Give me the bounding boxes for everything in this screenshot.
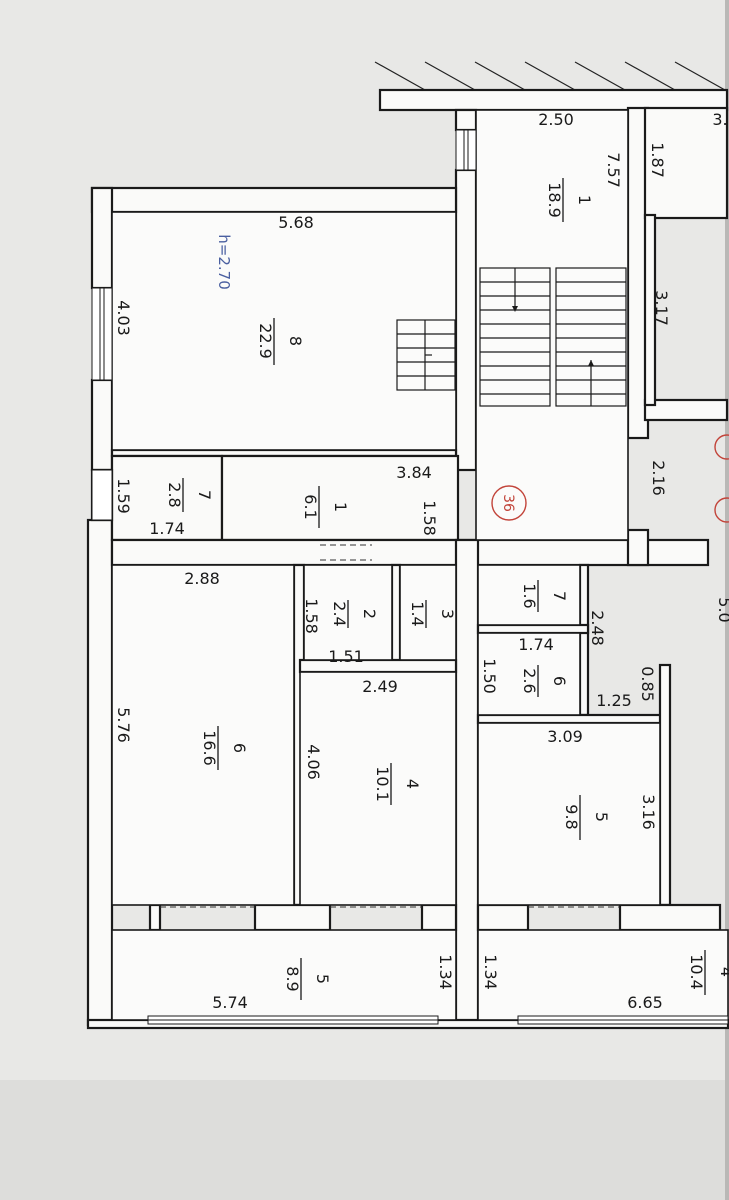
dim-5-0-cut: 5.0: [715, 597, 729, 622]
stairwell-stairs: [479, 267, 627, 407]
dim-2-88: 2.88: [184, 569, 220, 588]
dim-1-34b: 1.34: [481, 954, 500, 990]
room-1b-area: 18.9: [545, 182, 564, 218]
dim-1-50: 1.50: [480, 658, 499, 694]
stairs-room-8: [396, 319, 456, 391]
dim-3-top: 3.: [712, 110, 727, 129]
ceiling-height-note: h=2.70: [215, 234, 233, 289]
room-5a-number: 5: [313, 974, 332, 984]
dim-0-85: 0.85: [638, 666, 657, 702]
stair-marker-number: 36: [500, 494, 516, 512]
dim-1-34a: 1.34: [436, 954, 455, 990]
room-7b-number: 7: [550, 591, 569, 601]
room-5b-area: 9.8: [562, 804, 581, 829]
dim-1-59: 1.59: [114, 478, 133, 514]
dim-1-25: 1.25: [596, 691, 632, 710]
room-8-area: 22.9: [256, 323, 275, 359]
room-8-number: 8: [286, 336, 305, 346]
room-6a-area: 16.6: [200, 730, 219, 766]
dashed-lines: [160, 544, 620, 908]
dim-3-84: 3.84: [396, 463, 432, 482]
dim-1-87: 1.87: [648, 142, 667, 178]
dim-7-57: 7.57: [604, 152, 623, 188]
marker-circles: [491, 434, 729, 523]
room-4a-area: 10.1: [373, 766, 392, 802]
stair-arrows: [512, 306, 594, 366]
dim-5-68: 5.68: [278, 213, 314, 232]
dim-5-74: 5.74: [212, 993, 248, 1012]
room-7b-area: 1.6: [520, 583, 539, 608]
room-7a-number: 7: [195, 490, 214, 500]
fraction-bars: [182, 178, 706, 1000]
dim-4-03: 4.03: [114, 300, 133, 336]
horizontal-dimensions: 5.68 2.50 3. 3.84 1.74 2.88 1.51 2.49 1.…: [149, 110, 727, 1012]
dim-1-58a: 1.58: [420, 500, 439, 536]
dim-1-51: 1.51: [328, 647, 364, 666]
dim-4-06: 4.06: [304, 744, 323, 780]
room-1a-number: 1: [331, 502, 350, 512]
dim-1-74a: 1.74: [149, 519, 185, 538]
dim-2-50: 2.50: [538, 110, 574, 129]
dim-1-58b: 1.58: [302, 598, 321, 634]
room-5a-area: 8.9: [283, 966, 302, 991]
room-6b-area: 2.6: [520, 668, 539, 693]
paper-bottom-shadow: [0, 1080, 729, 1200]
room-areas: [111, 109, 729, 1021]
room-2-area: 2.4: [330, 601, 349, 626]
room-4b-area: 10.4: [687, 954, 706, 990]
room-2-number: 2: [360, 609, 379, 619]
dim-2-49: 2.49: [362, 677, 398, 696]
paper-right-edge: [725, 0, 729, 1200]
windows: [91, 129, 729, 1025]
room-labels: 8 22.9 1 6.1 7 2.8 1 18.9 6 16.6 2 2.4 3…: [165, 182, 729, 992]
dim-3-16: 3.16: [639, 794, 658, 830]
room-4b-number: 4: [717, 967, 729, 977]
ground-hatching: [374, 61, 726, 91]
room-3-number: 3: [438, 609, 457, 619]
room-6a-number: 6: [230, 743, 249, 753]
room-1b-number: 1: [575, 195, 594, 205]
room-6b-number: 6: [550, 676, 569, 686]
room-4a-number: 4: [403, 779, 422, 789]
dim-3-09: 3.09: [547, 727, 583, 746]
dim-5-76: 5.76: [114, 707, 133, 743]
room-5b-number: 5: [592, 812, 611, 822]
room-3-area: 1.4: [408, 601, 427, 626]
dim-2-48: 2.48: [588, 610, 607, 646]
dim-2-16: 2.16: [649, 460, 668, 496]
dim-6-65: 6.65: [627, 993, 663, 1012]
dim-1-74b: 1.74: [518, 635, 554, 654]
vertical-dimensions: 4.03 7.57 1.87 3.17 1.58 1.59 2.16 5.76 …: [114, 142, 729, 990]
dim-3-17: 3.17: [652, 290, 671, 326]
room-7a-area: 2.8: [165, 482, 184, 507]
room-1a-area: 6.1: [301, 494, 320, 519]
